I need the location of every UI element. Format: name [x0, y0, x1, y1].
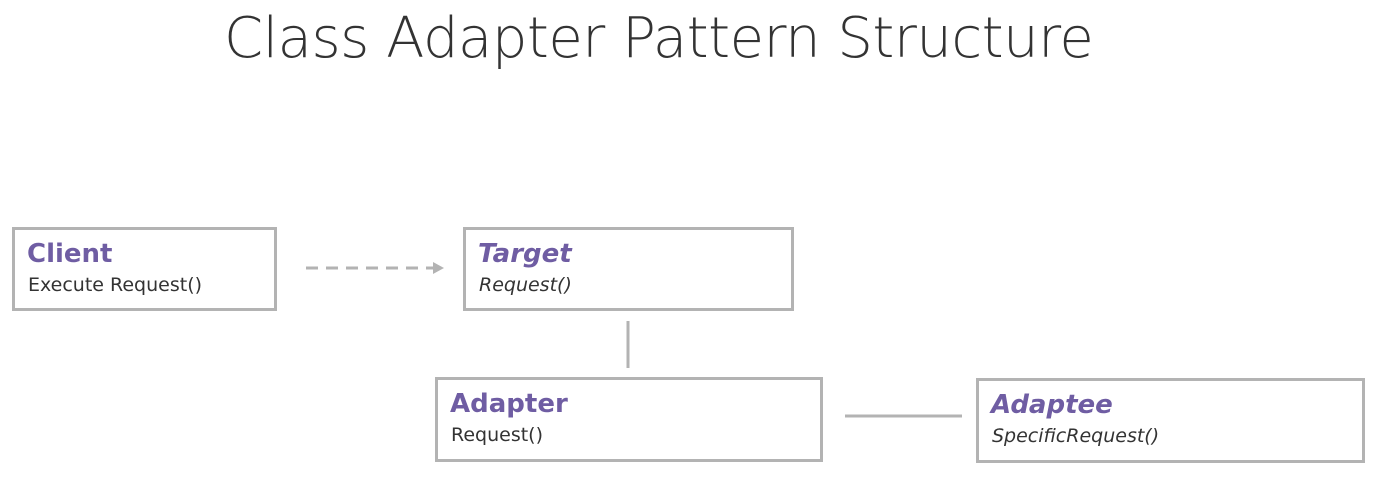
adapter-method: Request() — [451, 424, 544, 446]
client-class-box: Client Execute Request() — [12, 227, 277, 311]
client-method: Execute Request() — [28, 274, 203, 296]
adaptee-class-name: Adaptee — [991, 390, 1113, 420]
client-class-name: Client — [27, 239, 113, 269]
adaptee-class-box: Adaptee SpecificRequest() — [976, 378, 1365, 463]
adapter-class-box: Adapter Request() — [435, 377, 823, 462]
target-class-name: Target — [478, 239, 572, 269]
adapter-class-name: Adapter — [450, 389, 568, 419]
adaptee-method: SpecificRequest() — [992, 425, 1160, 447]
diagram-title: Class Adapter Pattern Structure — [224, 6, 1094, 71]
client-to-target-arrowhead — [433, 262, 444, 274]
target-class-box: Target Request() — [463, 227, 794, 311]
target-method: Request() — [479, 274, 572, 296]
